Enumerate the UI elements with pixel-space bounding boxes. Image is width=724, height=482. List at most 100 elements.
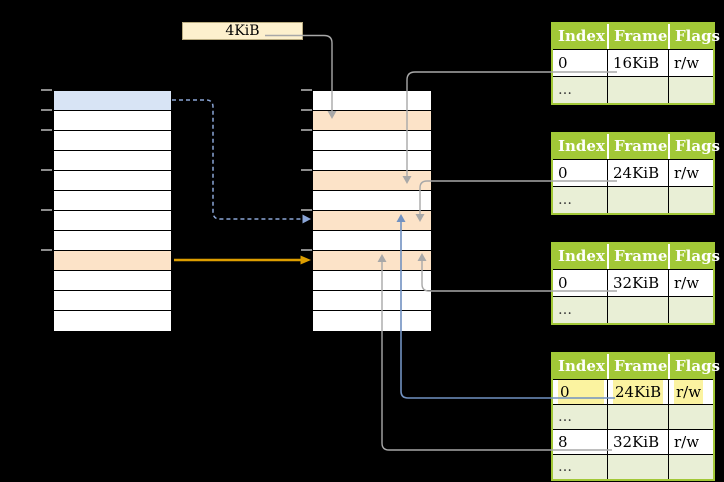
memory-cell-white <box>54 191 171 211</box>
table-cell: … <box>558 82 572 98</box>
column-header: Frame <box>607 244 668 269</box>
table-cell: 32KiB <box>607 270 668 296</box>
column-header: Frame <box>607 134 668 159</box>
level1-entry-arrow <box>174 255 311 265</box>
memory-cell-white <box>313 311 431 331</box>
table-cell: 0 <box>558 54 568 72</box>
table-cell <box>668 187 713 213</box>
table-cell <box>607 297 668 323</box>
address-tick <box>301 249 312 251</box>
physical-memory-column <box>312 90 432 332</box>
column-header: Flags <box>668 24 720 49</box>
memory-cell-white <box>313 91 431 111</box>
memory-cell-orange <box>313 251 431 271</box>
frame-size-label: 4KiB <box>182 22 303 40</box>
table-row: … <box>553 76 713 103</box>
memory-cell-orange <box>313 111 431 131</box>
column-header: Flags <box>668 134 720 159</box>
memory-cell-white <box>313 151 431 171</box>
table-cell: 24KiB <box>607 380 668 404</box>
table-row: … <box>553 404 713 429</box>
table-cell: r/w <box>668 50 713 76</box>
table-cell <box>668 405 713 429</box>
memory-cell-white <box>313 231 431 251</box>
memory-cell-white <box>54 151 171 171</box>
table-row: … <box>553 454 713 479</box>
table-cell <box>607 455 668 479</box>
table-cell <box>607 405 668 429</box>
column-header: Frame <box>607 354 668 379</box>
address-tick <box>301 169 312 171</box>
table-cell <box>607 187 668 213</box>
table-cell: … <box>558 459 572 475</box>
table-cell: 0 <box>558 164 568 182</box>
address-tick <box>41 209 52 211</box>
table-cell: 8 <box>558 433 568 451</box>
highlight-mark: r/w <box>674 380 704 404</box>
address-tick <box>41 129 52 131</box>
column-header: Index <box>558 27 605 45</box>
memory-cell-orange <box>313 171 431 191</box>
memory-cell-white <box>54 291 171 311</box>
memory-cell-white <box>54 171 171 191</box>
address-tick <box>301 109 312 111</box>
memory-cell-orange <box>54 251 171 271</box>
memory-cell-blue <box>54 91 171 111</box>
memory-cell-white <box>313 291 431 311</box>
address-tick <box>41 109 52 111</box>
column-header: Index <box>558 137 605 155</box>
address-tick <box>301 129 312 131</box>
address-tick <box>41 169 52 171</box>
address-tick <box>41 89 52 91</box>
memory-cell-white <box>54 231 171 251</box>
table-cell: … <box>558 192 572 208</box>
memory-cell-white <box>54 271 171 291</box>
table-row: … <box>553 296 713 323</box>
address-tick <box>41 249 52 251</box>
table-cell: … <box>558 409 572 425</box>
memory-cell-white <box>313 191 431 211</box>
table-cell <box>668 77 713 103</box>
table-cell: r/w <box>668 270 713 296</box>
highlight-mark: 24KiB <box>613 380 664 404</box>
memory-cell-orange <box>313 211 431 231</box>
table-cell: 16KiB <box>607 50 668 76</box>
level2-entry-arrow <box>172 99 311 224</box>
address-tick <box>301 209 312 211</box>
memory-cell-white <box>54 311 171 331</box>
memory-cell-white <box>313 131 431 151</box>
address-tick <box>301 89 312 91</box>
table-cell <box>607 77 668 103</box>
memory-cell-white <box>313 271 431 291</box>
table-cell: 32KiB <box>607 430 668 454</box>
memory-cell-white <box>54 131 171 151</box>
column-header: Flags <box>668 354 720 379</box>
table-cell: … <box>558 302 572 318</box>
virtual-memory-column <box>53 90 172 332</box>
memory-cell-white <box>54 211 171 231</box>
table-cell: 0 <box>553 380 607 404</box>
table-row: … <box>553 186 713 213</box>
table-row: 0 24KiB r/w <box>553 379 713 404</box>
memory-cell-white <box>54 111 171 131</box>
column-header: Index <box>558 357 605 375</box>
table-cell: r/w <box>668 430 713 454</box>
table-cell: 24KiB <box>607 160 668 186</box>
column-header: Index <box>558 247 605 265</box>
column-header: Frame <box>607 24 668 49</box>
highlight-mark: 0 <box>558 380 604 404</box>
table-cell: r/w <box>668 160 713 186</box>
table-cell <box>668 455 713 479</box>
